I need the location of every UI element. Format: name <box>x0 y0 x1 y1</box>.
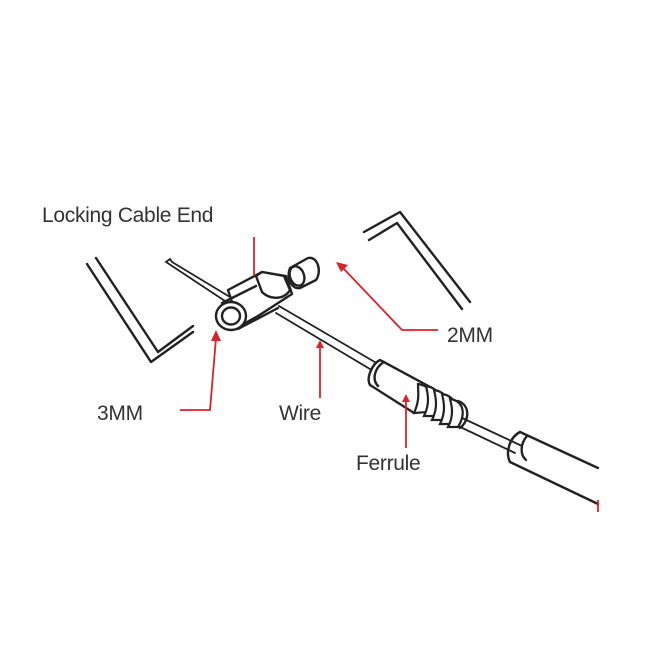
callout-wire <box>316 340 324 398</box>
ferrule-shape <box>367 358 469 430</box>
locking-cable-end-shape <box>214 270 294 332</box>
wire-label: Wire <box>279 402 321 425</box>
wire-shape <box>164 258 523 454</box>
callout-2mm <box>336 262 438 331</box>
set-screw-shape <box>287 256 320 290</box>
two-mm-label: 2MM <box>447 324 493 347</box>
three-mm-label: 3MM <box>97 402 143 425</box>
hex-key-3mm-icon <box>85 256 195 364</box>
cable-housing-shape <box>506 430 600 506</box>
ferrule-label: Ferrule <box>356 452 420 475</box>
hex-key-2mm-icon <box>362 210 472 311</box>
callout-ferrule <box>402 394 410 448</box>
callout-3mm <box>180 330 221 411</box>
locking-cable-end-label: Locking Cable End <box>42 204 213 227</box>
